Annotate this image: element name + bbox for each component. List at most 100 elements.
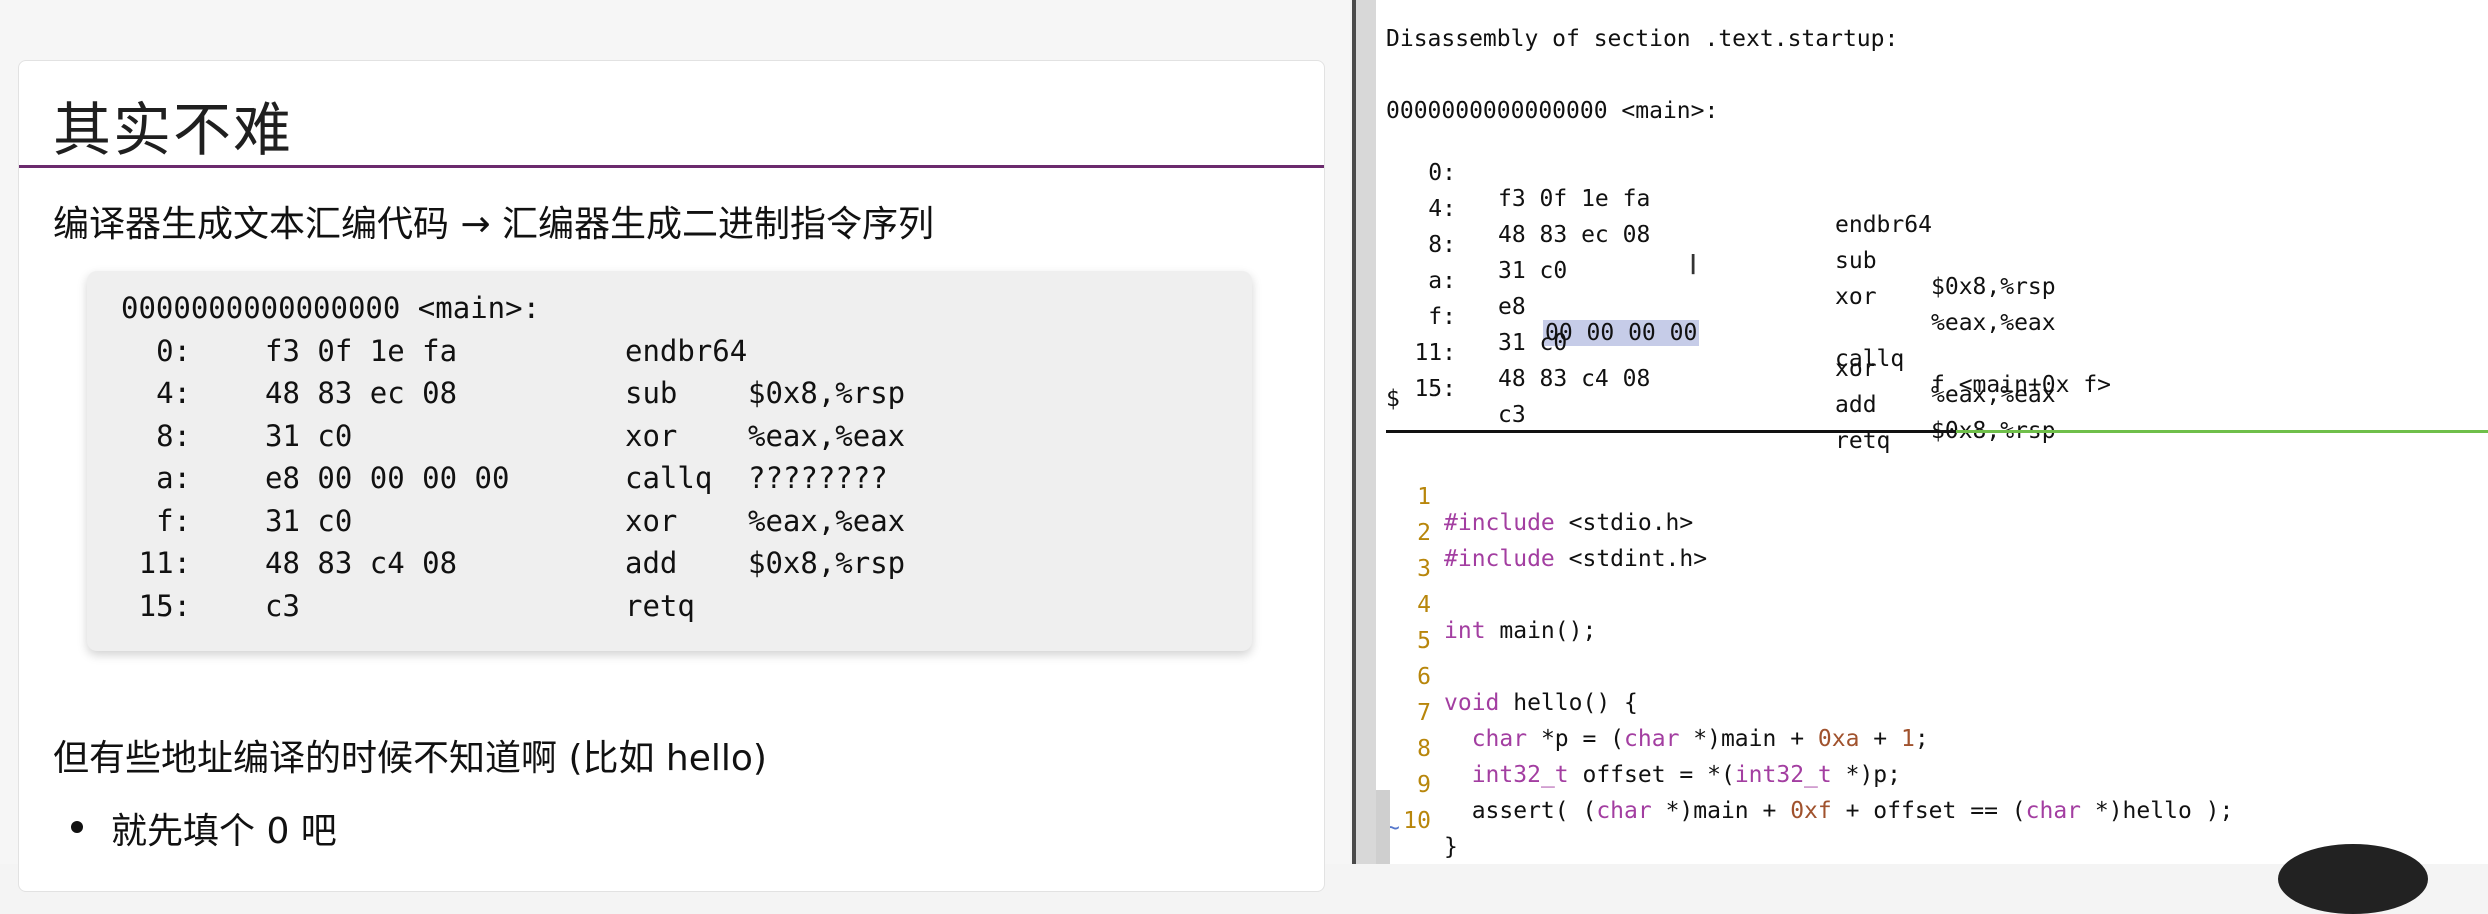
code-text: + offset == ( bbox=[1831, 798, 2026, 824]
dis-bytes: e8 bbox=[1498, 294, 1526, 320]
dis-mnemonic: sub bbox=[1835, 248, 1877, 274]
source-line[interactable]: 10 } bbox=[1376, 782, 1458, 860]
bullet-text: 就先填个 0 吧 bbox=[111, 811, 337, 852]
line-number: 6 bbox=[1417, 664, 1431, 690]
code-line: 0: f3 0f 1e fa endbr64 bbox=[87, 334, 747, 376]
terminal-window[interactable]: Disassembly of section .text.startup: 00… bbox=[1376, 0, 2488, 914]
code-function-header: 0000000000000000 <main>: bbox=[121, 291, 541, 325]
pane-divider[interactable] bbox=[1386, 430, 1956, 433]
type-keyword: char bbox=[1596, 798, 1652, 824]
line-number: 10 bbox=[1403, 808, 1431, 834]
disassembly-line: f: 31 c0 xor %eax,%eax bbox=[1376, 278, 2476, 408]
dis-addr: 11: bbox=[1414, 340, 1456, 366]
code-addr: a: bbox=[156, 461, 191, 495]
source-line[interactable]: 8 int32_t offset = *(int32_t *)p; bbox=[1376, 710, 1901, 788]
code-operands: %eax,%eax bbox=[748, 504, 906, 538]
dis-mnemonic: add bbox=[1835, 392, 1877, 418]
line-number: 8 bbox=[1417, 736, 1431, 762]
text-cursor-icon: I bbox=[1689, 248, 1698, 281]
code-addr: 11: bbox=[138, 546, 191, 580]
dis-bytes: 31 c0 bbox=[1498, 258, 1568, 284]
dis-bytes: 48 83 ec 08 bbox=[1498, 222, 1651, 248]
disassembly-line: 0: f3 0f 1e fa endbr64 bbox=[1376, 134, 2476, 238]
preprocessor-keyword: #include bbox=[1444, 546, 1555, 572]
code-mnemonic: endbr64 bbox=[625, 334, 748, 368]
code-text bbox=[1444, 726, 1472, 752]
code-line: a: e8 00 00 00 00 callq ???????? bbox=[87, 461, 888, 503]
bullet-dot bbox=[71, 821, 83, 833]
slide-subtitle: 编译器生成文本汇编代码 → 汇编器生成二进制指令序列 bbox=[53, 204, 935, 245]
source-line[interactable]: 5 bbox=[1376, 602, 1431, 654]
code-mnemonic: xor bbox=[625, 419, 678, 453]
code-text: + bbox=[1859, 726, 1901, 752]
code-bytes: 31 c0 bbox=[265, 419, 353, 453]
line-number: 1 bbox=[1417, 484, 1431, 510]
shell-prompt[interactable]: $ bbox=[1386, 386, 1400, 412]
source-line[interactable]: 3 bbox=[1376, 530, 1431, 582]
type-keyword: int32_t bbox=[1471, 762, 1569, 788]
source-line[interactable]: 4 int main(); bbox=[1376, 566, 1596, 644]
code-bytes: e8 00 00 00 00 bbox=[265, 461, 510, 495]
code-text: *)main + bbox=[1651, 798, 1791, 824]
type-keyword: int bbox=[1444, 618, 1486, 644]
code-addr: 4: bbox=[156, 376, 191, 410]
dis-operands: %eax,%eax bbox=[1931, 382, 2056, 408]
code-mnemonic: retq bbox=[625, 589, 695, 623]
code-text: *)p; bbox=[1831, 762, 1901, 788]
selected-bytes[interactable]: 00 00 00 00 bbox=[1543, 320, 1700, 346]
code-operands: ???????? bbox=[748, 461, 888, 495]
pane-divider-active[interactable] bbox=[1956, 430, 2488, 433]
dis-bytes: c3 bbox=[1498, 402, 1526, 428]
code-bytes: 48 83 ec 08 bbox=[265, 376, 458, 410]
slide-card: 其实不难 编译器生成文本汇编代码 → 汇编器生成二进制指令序列 00000000… bbox=[18, 60, 1325, 892]
code-addr: f: bbox=[156, 504, 191, 538]
line-number: 5 bbox=[1417, 628, 1431, 654]
disassembly-line: a: e8 00 00 00 00 callq f <main+0x f> bbox=[1376, 242, 2476, 398]
code-mnemonic: add bbox=[625, 546, 678, 580]
code-mnemonic: sub bbox=[625, 376, 678, 410]
webcam-overlay bbox=[2278, 844, 2428, 914]
disassembly-line: 11: 48 83 c4 08 add $0x8,%rsp bbox=[1376, 314, 2476, 444]
source-line[interactable]: 1 #include <stdio.h> bbox=[1376, 458, 1693, 536]
slide-title: 其实不难 bbox=[53, 96, 294, 164]
type-keyword: char bbox=[1471, 726, 1528, 752]
type-keyword: int32_t bbox=[1734, 762, 1832, 788]
number-literal: 0xa bbox=[1817, 726, 1860, 752]
code-text bbox=[1444, 762, 1472, 788]
code-mnemonic: callq bbox=[625, 461, 713, 495]
code-operands: $0x8,%rsp bbox=[748, 376, 906, 410]
code-bytes: f3 0f 1e fa bbox=[265, 334, 458, 368]
dis-addr: f: bbox=[1428, 304, 1456, 330]
dis-bytes: 31 c0 bbox=[1498, 330, 1568, 356]
terminal-corner bbox=[1376, 790, 1390, 864]
code-text: <stdio.h> bbox=[1554, 510, 1694, 536]
code-addr: 0: bbox=[156, 334, 191, 368]
type-keyword: char bbox=[1624, 726, 1680, 752]
source-line[interactable]: 2 #include <stdint.h> bbox=[1376, 494, 1707, 572]
code-text: <stdint.h> bbox=[1554, 546, 1708, 572]
line-number: 2 bbox=[1417, 520, 1431, 546]
source-line[interactable]: 6 void hello() { bbox=[1376, 638, 1638, 716]
code-text: *)main + bbox=[1679, 726, 1818, 752]
dis-mnemonic: endbr64 bbox=[1835, 212, 1932, 238]
code-line: 8: 31 c0 xor %eax,%eax bbox=[87, 419, 905, 461]
type-keyword: void bbox=[1444, 690, 1500, 716]
code-addr: 8: bbox=[156, 419, 191, 453]
code-text: main(); bbox=[1485, 618, 1597, 644]
selection-wrapper: 00 00 00 00 bbox=[1376, 320, 1700, 398]
terminal-gutter bbox=[1356, 0, 1376, 864]
source-line[interactable]: 7 char *p = (char *)main + 0xa + 1; bbox=[1376, 674, 1929, 752]
code-text: } bbox=[1444, 834, 1458, 860]
window-divider bbox=[1352, 0, 1356, 864]
code-line: f: 31 c0 xor %eax,%eax bbox=[87, 504, 905, 546]
dis-addr: a: bbox=[1428, 268, 1456, 294]
source-line[interactable]: 9 assert( (char *)main + 0xf + offset ==… bbox=[1376, 746, 2233, 824]
code-line: 11: 48 83 c4 08 add $0x8,%rsp bbox=[87, 546, 906, 588]
code-text: hello() { bbox=[1499, 690, 1638, 716]
dis-addr: 15: bbox=[1414, 376, 1456, 402]
disassembly-code-block: 0000000000000000 <main>: 0: f3 0f 1e fa … bbox=[87, 271, 1252, 651]
type-keyword: char bbox=[2025, 798, 2082, 824]
dis-operands: %eax,%eax bbox=[1931, 310, 2056, 336]
code-text: ; bbox=[1914, 726, 1929, 752]
dis-addr: 8: bbox=[1428, 232, 1456, 258]
